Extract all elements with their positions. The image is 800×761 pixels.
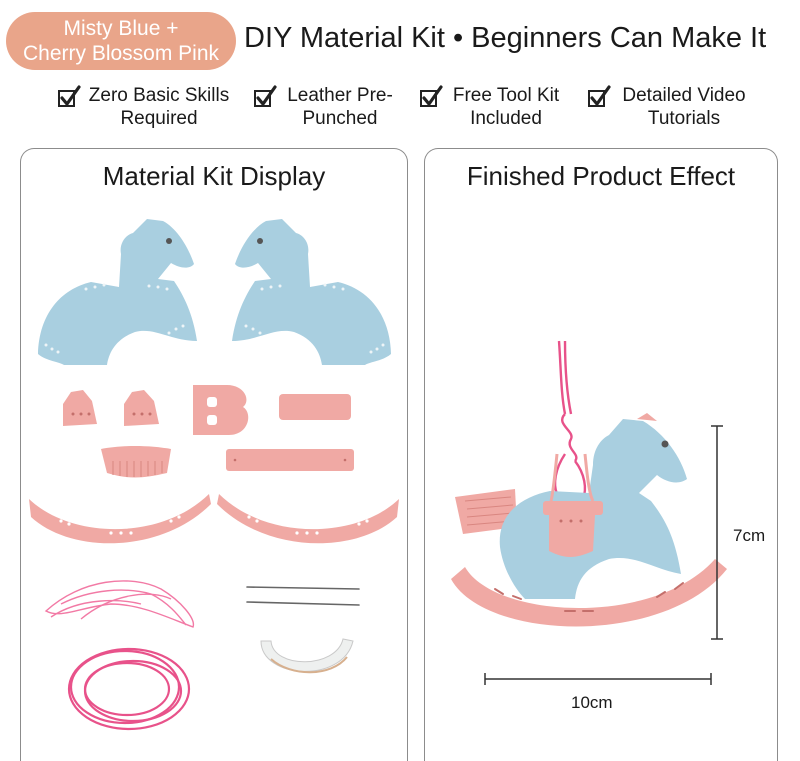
pink-strap-piece [279,394,351,420]
material-kit-illustration [29,219,399,731]
pink-rocker-piece-right [217,494,399,544]
pink-rocker [451,559,727,627]
width-label: 10cm [571,693,613,712]
white-ring-piece [260,638,354,672]
pink-saddle [543,453,603,557]
pink-cord-coil [67,647,191,731]
feature-text: Zero Basic Skills Required [88,85,230,129]
color-badge: Misty Blue + Cherry Blossom Pink [6,12,236,70]
pink-long-strap [226,449,354,471]
feature-text: Free Tool Kit Included [452,85,560,129]
pink-ear-piece [63,390,97,426]
feature-item: Detailed Video Tutorials [586,84,756,130]
badge-line-1: Misty Blue + [63,17,179,40]
feature-text: Detailed Video Tutorials [622,85,746,129]
pink-tail-piece [101,446,171,478]
width-dimension-line [484,673,712,685]
blue-horse-piece-left [38,219,197,365]
rocking-horse-illustration [451,340,727,685]
material-kit-panel: Material Kit Display [20,148,408,761]
feature-item: Free Tool Kit Included [418,84,568,130]
pink-cord-bundle [44,580,195,628]
checkbox-check-icon [420,85,443,107]
feature-item: Leather Pre- Punched [252,84,402,130]
checkbox-check-icon [254,85,277,107]
pink-saddle-piece [193,385,249,435]
pink-ear-piece [124,390,159,426]
finished-product-title: Finished Product Effect [466,161,736,191]
feature-list: Zero Basic Skills Required Leather Pre- … [0,84,800,134]
sewing-needles [246,586,360,606]
hanging-cord [553,340,587,500]
feature-text: Leather Pre- Punched [287,85,393,129]
blue-horse-piece-right [232,219,391,365]
page-headline: DIY Material Kit • Beginners Can Make It [244,22,767,54]
height-dimension-line [711,425,723,640]
finished-product-panel: Finished Product Effect [424,148,778,761]
feature-item: Zero Basic Skills Required [56,84,236,130]
height-label: 7cm [733,526,766,545]
material-kit-title: Material Kit Display [102,161,326,191]
checkbox-check-icon [58,85,81,107]
badge-line-2: Cherry Blossom Pink [22,42,220,65]
checkbox-check-icon [588,85,611,107]
pink-rocker-piece-left [29,494,211,544]
